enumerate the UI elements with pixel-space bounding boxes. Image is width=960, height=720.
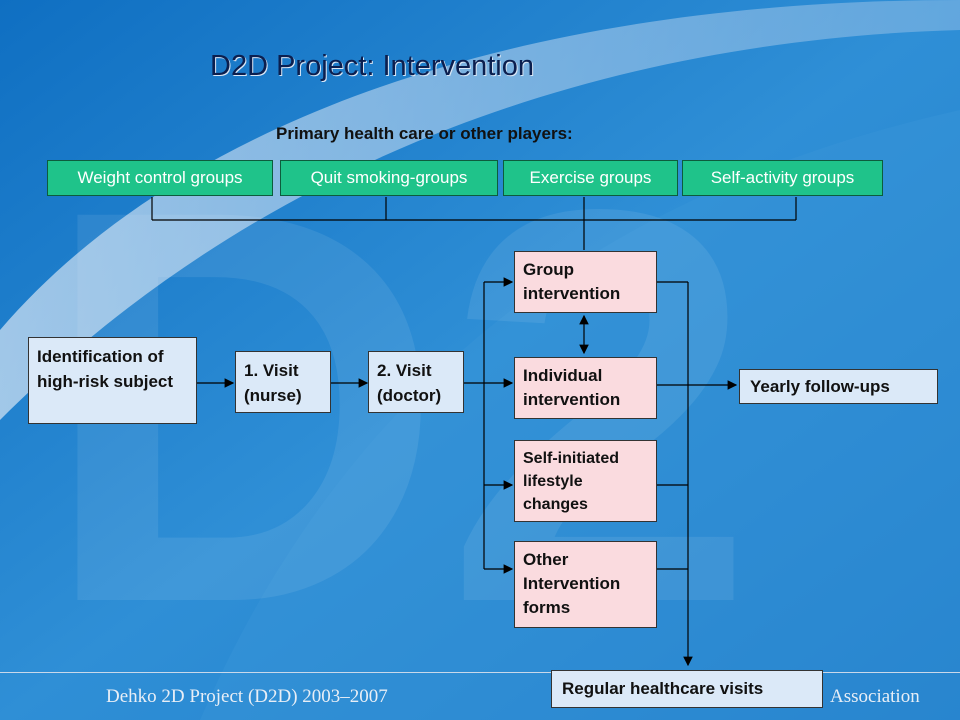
other-intervention-forms-box: Other Intervention forms	[514, 541, 657, 628]
yearly-follow-ups-box: Yearly follow-ups	[739, 369, 938, 404]
group-intervention-box: Group intervention	[514, 251, 657, 313]
page-title: D2D Project: Intervention	[210, 50, 534, 82]
weight-control-groups-box: Weight control groups	[47, 160, 273, 196]
footer-right-text: Association	[830, 686, 920, 707]
exercise-groups-box: Exercise groups	[503, 160, 678, 196]
footer-divider	[0, 672, 960, 673]
quit-smoking-groups-box: Quit smoking-groups	[280, 160, 498, 196]
visit-nurse-box: 1. Visit (nurse)	[235, 351, 331, 413]
self-initiated-changes-box: Self-initiated lifestyle changes	[514, 440, 657, 522]
subtitle: Primary health care or other players:	[276, 124, 573, 143]
regular-healthcare-visits-box: Regular healthcare visits	[551, 670, 823, 708]
self-activity-groups-box: Self-activity groups	[682, 160, 883, 196]
individual-intervention-box: Individual intervention	[514, 357, 657, 419]
footer-left-text: Dehko 2D Project (D2D) 2003–2007	[106, 686, 388, 707]
identification-box: Identification of high-risk subject	[28, 337, 197, 424]
visit-doctor-box: 2. Visit (doctor)	[368, 351, 464, 413]
